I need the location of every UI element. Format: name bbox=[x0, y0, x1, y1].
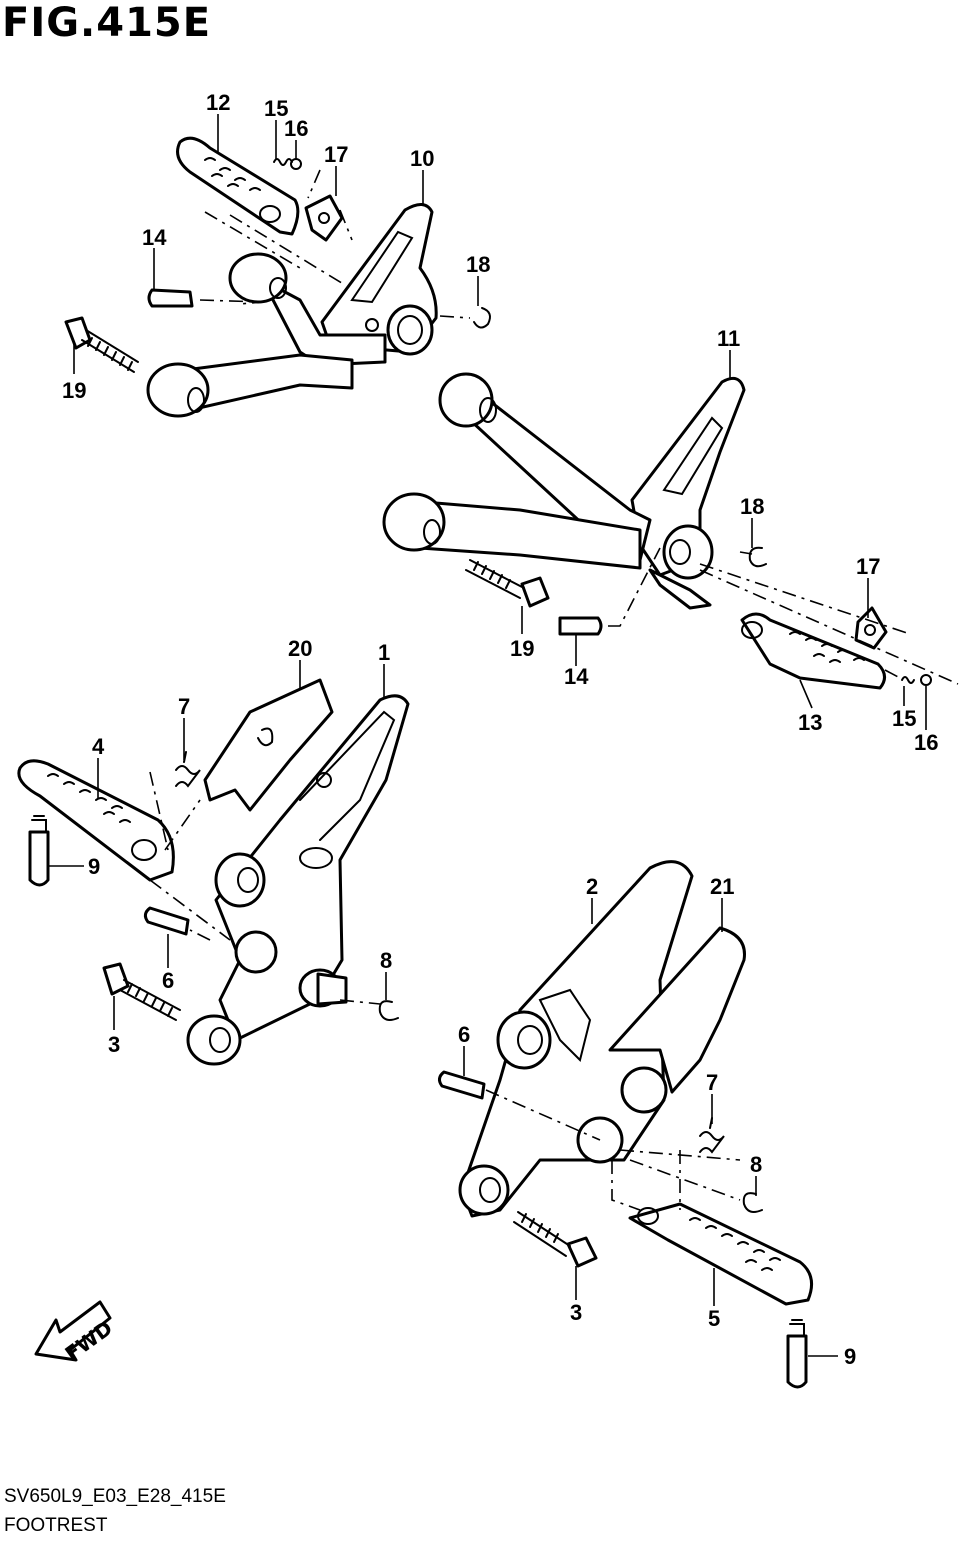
part-8-clip-b bbox=[742, 1192, 763, 1213]
part-14-pin bbox=[147, 288, 194, 308]
part-6-pin-b bbox=[437, 1070, 486, 1100]
callout-14: 14 bbox=[142, 225, 167, 250]
part-16-ball-b bbox=[920, 674, 932, 686]
callout-18: 18 bbox=[466, 252, 490, 277]
callout-9-b: 9 bbox=[844, 1344, 856, 1369]
part-16-ball bbox=[290, 158, 302, 170]
callout-1: 1 bbox=[378, 640, 390, 665]
callout-13: 13 bbox=[798, 710, 822, 735]
part-6-pin bbox=[143, 906, 190, 936]
figure-code: SV650L9_E03_E28_415E bbox=[4, 1486, 226, 1507]
callout-16: 16 bbox=[284, 116, 308, 141]
part-14-pin-b bbox=[558, 616, 603, 636]
part-18-clip bbox=[473, 307, 491, 329]
leader-lines bbox=[48, 114, 927, 1357]
part-3-bolt-b bbox=[566, 1236, 598, 1268]
callout-6-b: 6 bbox=[458, 1022, 470, 1047]
callout-11: 11 bbox=[717, 326, 740, 351]
callout-17: 17 bbox=[324, 142, 348, 167]
figure-name: FOOTREST bbox=[4, 1515, 108, 1536]
part-18-clip-b bbox=[748, 546, 767, 568]
callout-3: 3 bbox=[108, 1032, 120, 1057]
part-5-pedal bbox=[628, 1202, 814, 1306]
rear-right-footrest-assembly bbox=[382, 372, 959, 690]
part-4-brake-pedal bbox=[17, 759, 175, 882]
part-21-heel-guard bbox=[608, 926, 746, 1094]
callout-6: 6 bbox=[162, 968, 174, 993]
figure-title: FIG.415E bbox=[2, 0, 212, 46]
callout-7: 7 bbox=[178, 694, 190, 719]
callout-9: 9 bbox=[88, 854, 100, 879]
part-17-plate bbox=[304, 194, 344, 242]
callout-14-b: 14 bbox=[564, 664, 589, 689]
part-15-spring-b bbox=[901, 676, 915, 684]
callout-7-b: 7 bbox=[706, 1070, 718, 1095]
callout-2: 2 bbox=[586, 874, 598, 899]
callout-20: 20 bbox=[288, 636, 312, 661]
part-7-spring bbox=[175, 751, 201, 788]
callout-3-b: 3 bbox=[570, 1300, 582, 1325]
part-15-spring bbox=[273, 158, 293, 166]
callout-15-b: 15 bbox=[892, 706, 916, 731]
callout-19: 19 bbox=[62, 378, 86, 403]
callout-5: 5 bbox=[708, 1306, 720, 1331]
part-13-footpeg bbox=[740, 612, 886, 690]
part-9-rubber bbox=[28, 830, 50, 887]
fwd-arrow-icon: FWD bbox=[34, 1300, 117, 1366]
callout-17-b: 17 bbox=[856, 554, 880, 579]
callout-21: 21 bbox=[710, 874, 734, 899]
part-17-plate-b bbox=[854, 606, 888, 650]
callout-8-b: 8 bbox=[750, 1152, 762, 1177]
callout-15: 15 bbox=[264, 96, 288, 121]
callout-numbers: 12 15 16 17 10 14 18 19 11 18 17 19 14 1… bbox=[62, 90, 938, 1369]
callout-4: 4 bbox=[92, 734, 105, 759]
part-9-rubber-b bbox=[786, 1334, 808, 1389]
callout-19-b: 19 bbox=[510, 636, 534, 661]
callout-18-b: 18 bbox=[740, 494, 764, 519]
front-left-footrest-assembly bbox=[17, 678, 410, 1066]
callout-8: 8 bbox=[380, 948, 392, 973]
callout-12: 12 bbox=[206, 90, 230, 115]
front-right-footrest-assembly bbox=[437, 860, 814, 1389]
part-8-clip bbox=[378, 1000, 399, 1021]
rear-left-footrest-assembly bbox=[64, 136, 491, 418]
part-19-bolt-b bbox=[520, 576, 550, 608]
part-3-bolt bbox=[102, 962, 130, 996]
callout-16-b: 16 bbox=[914, 730, 938, 755]
callout-10: 10 bbox=[410, 146, 434, 171]
